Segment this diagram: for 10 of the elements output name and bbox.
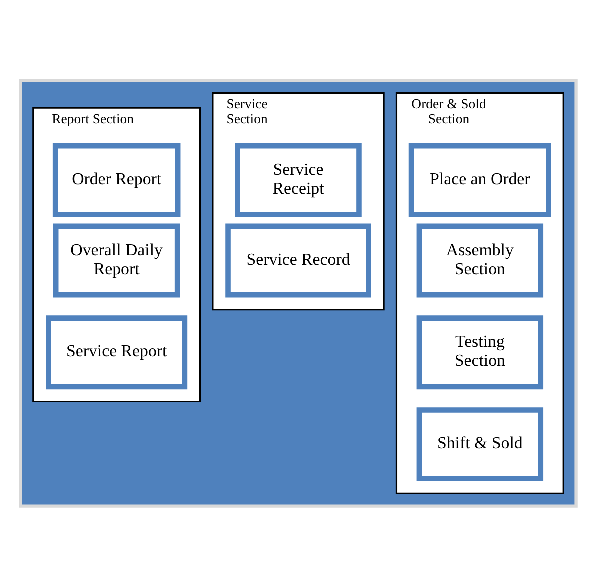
node-box: Service Report	[46, 316, 188, 390]
cluster	[19, 79, 578, 508]
node-box: Assembly Section	[416, 224, 544, 298]
node-box: Overall Daily Report	[53, 224, 180, 298]
node-box: Service Receipt	[235, 144, 362, 218]
node-box: Service Record	[226, 224, 372, 298]
node-box: Order Report	[52, 144, 181, 218]
node-box: Testing Section	[416, 316, 544, 390]
node-box: Shift & Sold	[416, 408, 544, 482]
node-box: Place an Order	[408, 144, 552, 218]
